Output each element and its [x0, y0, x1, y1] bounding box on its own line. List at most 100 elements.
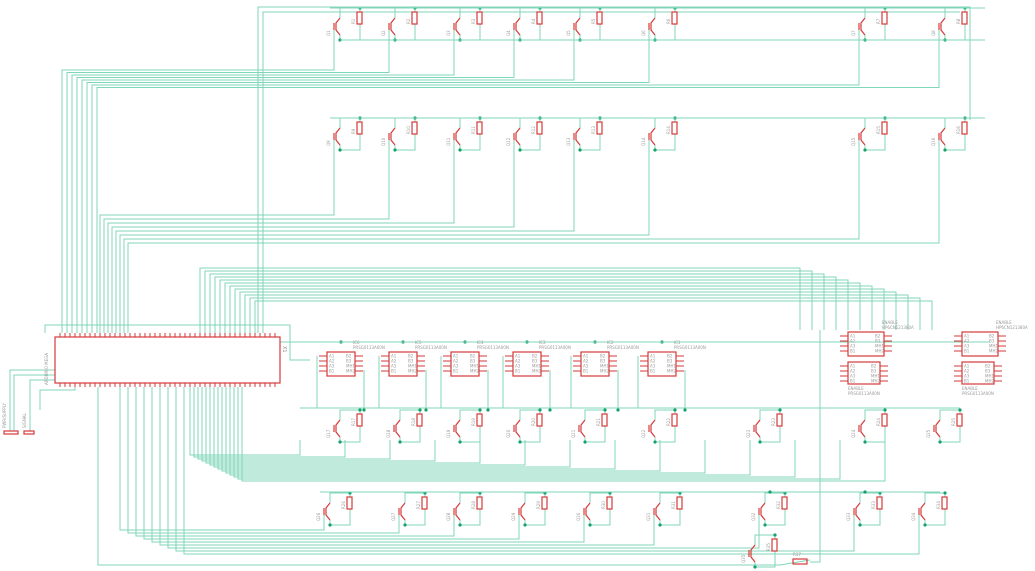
transistor-symbol [935, 419, 941, 438]
wire [579, 24, 601, 41]
ic-body [847, 361, 881, 385]
wire [183, 387, 920, 555]
connector-power-label: PWR/SUPPLY [2, 403, 7, 428]
junction-dot [603, 408, 607, 412]
resistor-symbol [356, 11, 363, 25]
resistor-symbol [876, 496, 883, 510]
resistor-label: R16 [956, 126, 961, 134]
transistor-label: Q24 [851, 429, 856, 438]
main-header[interactable]: ARDUINO MEGA X1 [44, 336, 287, 385]
wire [589, 492, 611, 503]
main-header-label: ARDUINO MEGA [44, 353, 49, 385]
wire [199, 267, 801, 333]
resistor-symbol [411, 121, 418, 135]
resistor-symbol [536, 121, 543, 135]
transistor-label: Q26 [316, 512, 321, 521]
resistor-symbol [356, 121, 363, 135]
wire [39, 387, 76, 410]
wire [151, 387, 585, 543]
connector-signal[interactable]: SIGNAL [22, 412, 35, 435]
transistor-label: Q23 [746, 429, 751, 438]
wire [659, 492, 681, 503]
transistor-label: Q1 [326, 30, 331, 36]
ic-value: PRSG0113A00N [848, 391, 880, 396]
bottom-resistor[interactable]: R37 [792, 552, 808, 565]
wire [241, 387, 886, 482]
wire [339, 409, 361, 420]
pin-label: A3 [391, 364, 397, 369]
junction-dot [938, 440, 942, 444]
pin-label: B2 [600, 354, 606, 359]
transistor-symbol [515, 17, 521, 36]
wire [193, 387, 346, 458]
ic-name: IC1 [674, 340, 681, 345]
wire [219, 279, 849, 333]
wire [944, 24, 966, 41]
pin-label: A2 [583, 359, 589, 364]
connector-power[interactable]: PWR/SUPPLY [2, 403, 19, 435]
resistor-symbol [956, 413, 963, 427]
transistor-label: Q29 [511, 512, 516, 521]
transistor-symbol [335, 419, 341, 438]
wire [107, 136, 455, 333]
pin-label: A3 [964, 344, 970, 349]
wire [127, 387, 400, 534]
pin-label: B2 [989, 334, 995, 339]
wire [944, 134, 966, 151]
junction-dot [403, 523, 407, 527]
pin-label: MH1 [985, 374, 994, 379]
ic-value: PRSG0113A00N [539, 345, 571, 350]
pin-label: B2 [871, 364, 877, 369]
wire [217, 387, 616, 470]
pin-label: MH2 [667, 369, 676, 374]
transistor-label: Q14 [641, 137, 646, 146]
junction-dot [768, 490, 772, 494]
transistor-label: Q13 [566, 137, 571, 146]
